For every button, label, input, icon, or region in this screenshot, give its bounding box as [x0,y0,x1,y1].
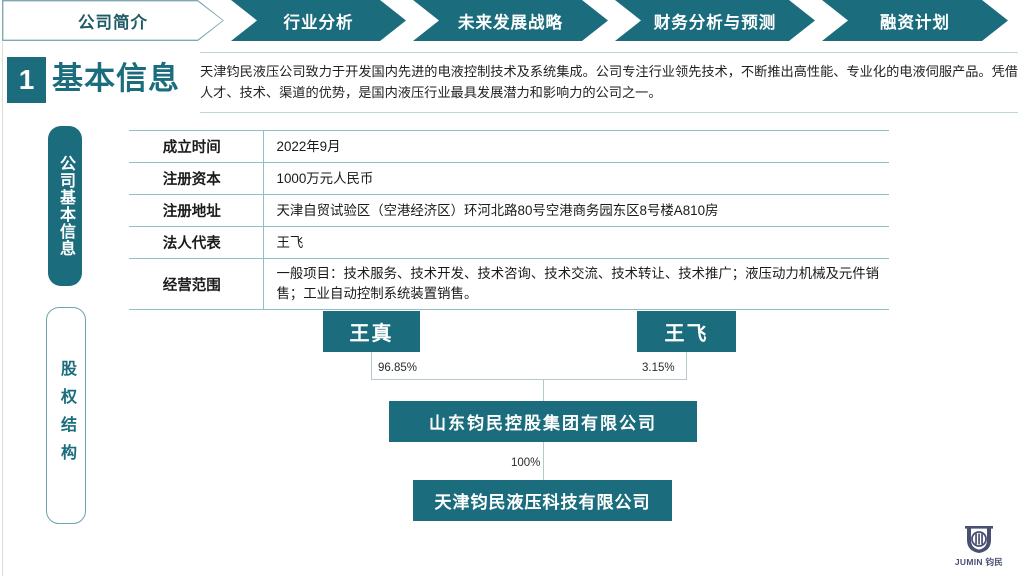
company-logo: JUMIN 钧民 [948,524,1010,568]
side-tab-basic-info[interactable]: 公司基本信息 [48,126,82,286]
logo-wordmark: JUMIN 钧民 [954,557,1004,567]
table-cell-value: 1000万元人民币 [263,162,889,195]
table-row: 注册资本 1000万元人民币 [129,162,889,195]
table-cell-value: 王飞 [263,226,889,259]
nav-item-financing-plan[interactable]: 融资计划 [822,0,1008,41]
equity-structure-chart: 王真 王飞 山东钧民控股集团有限公司 天津钧民液压科技有限公司 96.85% 3… [0,300,1024,540]
table-cell-key: 成立时间 [129,130,264,163]
nav-item-label: 公司简介 [78,13,148,32]
nav-gap [815,0,822,41]
table-cell-value: 一般项目：技术服务、技术开发、技术咨询、技术交流、技术转让、技术推广；液压动力机… [263,258,889,310]
org-percent-shareholder-1: 96.85% [375,362,421,374]
nav-item-label: 行业分析 [283,13,354,32]
table-cell-value: 2022年9月 [263,130,889,163]
company-intro-text: 天津钧民液压公司致力于开发国内先进的电液控制技术及系统集成。公司专注行业领先技术… [200,64,1018,100]
connector-line [686,352,688,379]
connector-line [543,379,545,401]
nav-item-label: 财务分析与预测 [653,13,777,32]
org-node-subsidiary[interactable]: 天津钧民液压科技有限公司 [413,480,672,521]
nav-item-label: 融资计划 [880,13,950,32]
top-nav-chevron-bar: 公司简介 行业分析 未来发展战略 财务分析与预测 融资计划 [0,0,1024,41]
company-intro-block: 天津钧民液压公司致力于开发国内先进的电液控制技术及系统集成。公司专注行业领先技术… [200,52,1018,113]
org-node-holding-company[interactable]: 山东钧民控股集团有限公司 [389,401,697,442]
nav-item-financial-forecast[interactable]: 财务分析与预测 [615,0,815,41]
nav-gap [608,0,615,41]
nav-gap [224,0,231,41]
table-cell-value: 天津自贸试验区（空港经济区）环河北路80号空港商务园东区8号楼A810房 [263,194,889,227]
connector-line [543,442,545,480]
org-node-shareholder-1[interactable]: 王真 [323,311,420,352]
side-tab-equity-structure[interactable]: 股权结构 [46,307,86,524]
company-info-table: 成立时间 2022年9月 注册资本 1000万元人民币 注册地址 天津自贸试验区… [129,130,889,310]
table-cell-key: 法人代表 [129,226,264,259]
org-percent-holding-company: 100% [508,457,544,469]
page-title: 基本信息 [52,61,180,96]
nav-item-industry-analysis[interactable]: 行业分析 [231,0,406,41]
section-number-badge: 1 [7,57,46,103]
table-row: 成立时间 2022年9月 [129,130,889,163]
table-cell-key: 经营范围 [129,258,264,310]
table-row: 注册地址 天津自贸试验区（空港经济区）环河北路80号空港商务园东区8号楼A810… [129,194,889,227]
org-node-shareholder-2[interactable]: 王飞 [637,311,736,352]
connector-line [371,379,687,381]
nav-item-label: 未来发展战略 [458,13,563,32]
nav-gap [406,0,413,41]
connector-line [371,352,373,379]
nav-item-future-strategy[interactable]: 未来发展战略 [413,0,608,41]
nav-item-company-profile[interactable]: 公司简介 [2,0,224,41]
table-cell-key: 注册地址 [129,194,264,227]
left-edge-rule [2,42,3,576]
org-percent-shareholder-2: 3.15% [639,362,678,374]
table-row: 法人代表 王飞 [129,226,889,259]
jumin-shield-icon [965,526,993,553]
table-cell-key: 注册资本 [129,162,264,195]
table-row: 经营范围 一般项目：技术服务、技术开发、技术咨询、技术交流、技术转让、技术推广；… [129,258,889,310]
